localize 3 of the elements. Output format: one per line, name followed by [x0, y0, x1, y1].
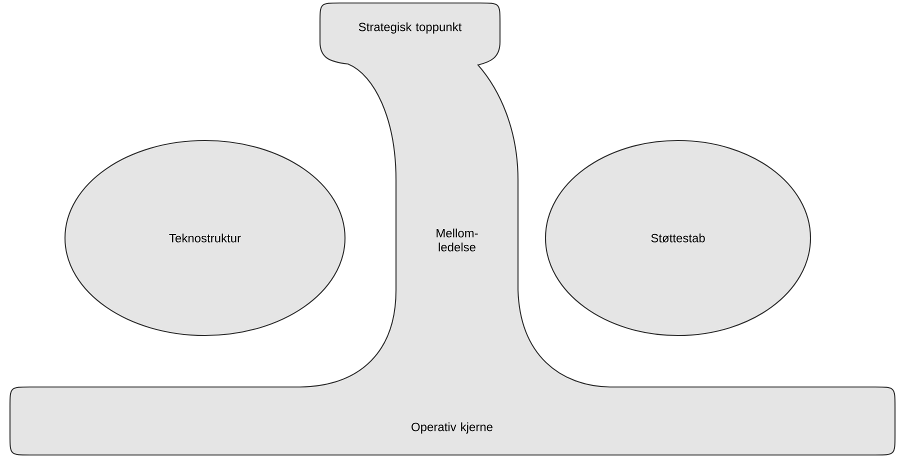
node-label: Mellom-ledelse — [436, 228, 478, 252]
node-label: Operativ kjerne — [412, 422, 492, 434]
node-label: Strategisk toppunkt — [358, 22, 462, 34]
